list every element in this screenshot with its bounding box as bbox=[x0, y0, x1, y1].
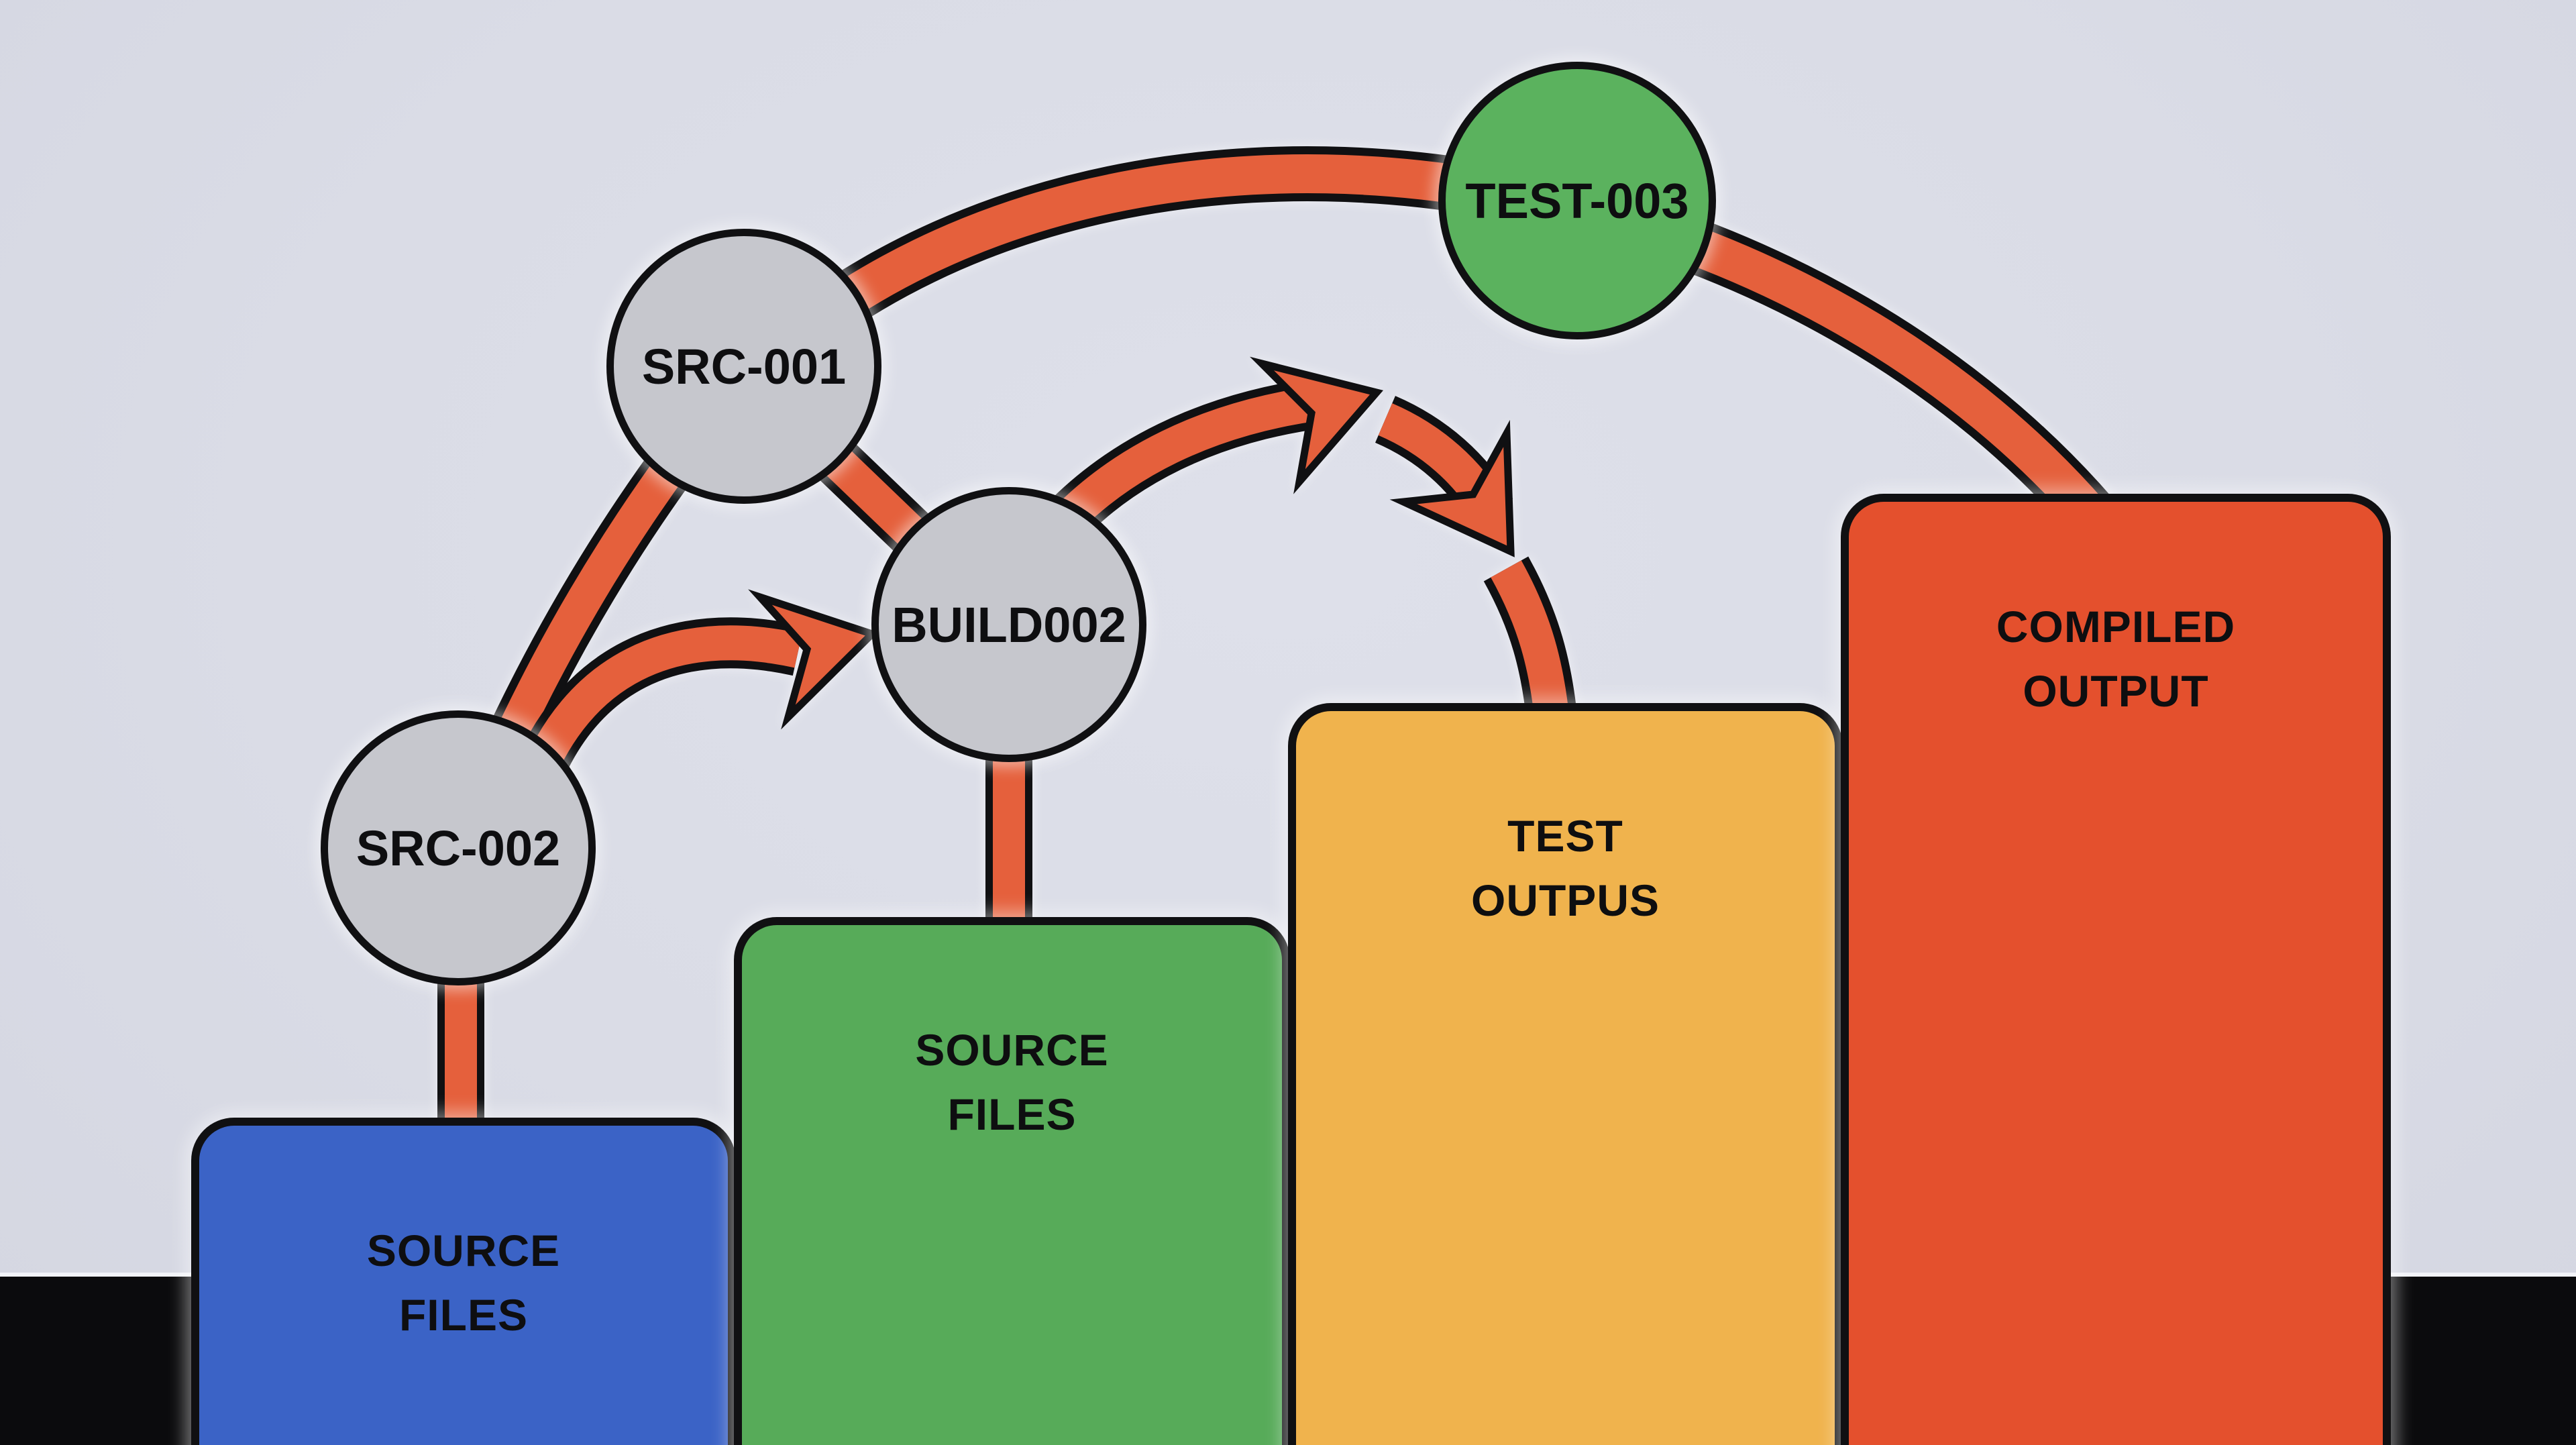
edge-src002-to-build002-arrow bbox=[509, 589, 879, 794]
node-src-001-label: SRC-001 bbox=[641, 338, 847, 394]
stage-test-outpus-label: TEST OUTPUS bbox=[1296, 804, 1835, 932]
label-line: COMPILED bbox=[1996, 602, 2236, 651]
label-line: TEST bbox=[1507, 811, 1623, 861]
arrowhead-mid-arc-1 bbox=[1250, 356, 1384, 494]
arrowhead-into-build002 bbox=[748, 589, 879, 730]
node-src-001: SRC-001 bbox=[606, 229, 881, 504]
stage-source-files-blue-label: SOURCE FILES bbox=[199, 1218, 728, 1347]
stage-compiled-output-label: COMPILED OUTPUT bbox=[1849, 594, 2383, 723]
arrowhead-mid-arc-2 bbox=[1389, 419, 1515, 557]
label-line: OUTPUS bbox=[1470, 875, 1660, 925]
node-src-002: SRC-002 bbox=[321, 710, 596, 985]
stage-source-files-blue: SOURCE FILES bbox=[191, 1118, 736, 1445]
node-build002-label: BUILD002 bbox=[892, 596, 1126, 653]
label-line: SOURCE bbox=[915, 1025, 1109, 1075]
node-test-003-label: TEST-003 bbox=[1465, 172, 1689, 229]
node-build002: BUILD002 bbox=[871, 487, 1146, 762]
stage-source-files-green: SOURCE FILES bbox=[734, 917, 1290, 1445]
label-line: FILES bbox=[398, 1290, 528, 1340]
stage-source-files-green-label: SOURCE FILES bbox=[742, 1018, 1282, 1146]
node-src-002-label: SRC-002 bbox=[356, 820, 561, 876]
stage-compiled-output: COMPILED OUTPUT bbox=[1841, 494, 2391, 1445]
label-line: SOURCE bbox=[366, 1226, 561, 1275]
label-line: FILES bbox=[947, 1089, 1077, 1139]
label-line: OUTPUT bbox=[2023, 666, 2209, 716]
node-test-003: TEST-003 bbox=[1438, 62, 1716, 339]
stage-test-outpus: TEST OUTPUS bbox=[1288, 703, 1843, 1445]
